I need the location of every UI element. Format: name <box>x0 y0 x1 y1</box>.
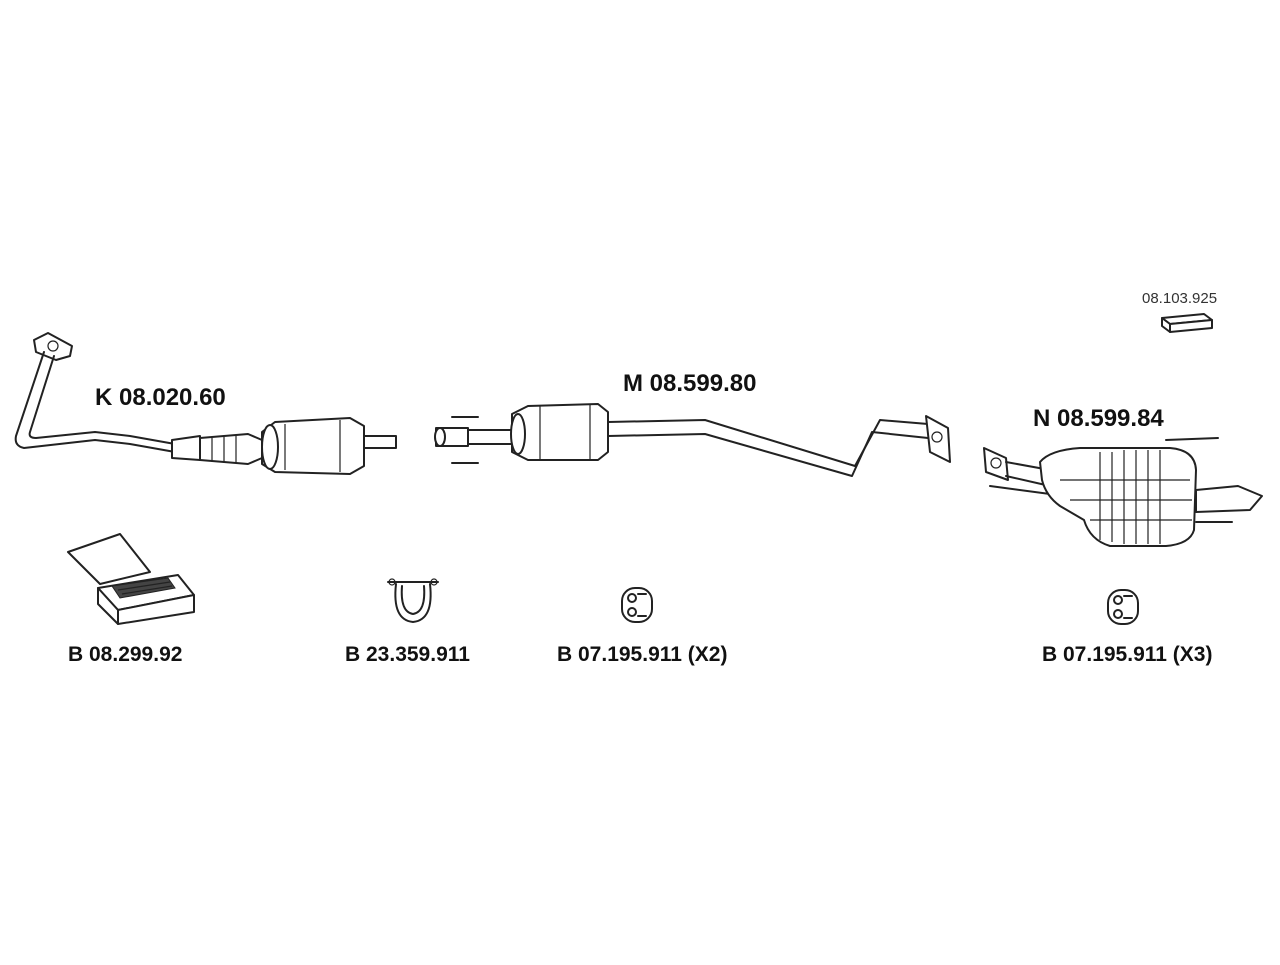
gasket-label: 08.103.925 <box>1142 290 1218 307</box>
gasket-drawing <box>1161 313 1213 333</box>
rubber-mount-center-label: B 07.195.911 (X2) <box>557 643 728 666</box>
front-pipe-drawing <box>14 332 397 475</box>
center-silencer-label: M 08.599.80 <box>623 370 757 397</box>
clamp-drawing <box>387 578 439 623</box>
rubber-mount-rear-label: B 07.195.911 (X3) <box>1042 643 1213 666</box>
clamp-label: B 23.359.911 <box>345 643 470 666</box>
rubber-mount-rear-drawing <box>1107 589 1139 625</box>
front-pipe-label: K 08.020.60 <box>95 384 226 411</box>
assembly-kit-drawing <box>67 533 195 625</box>
rubber-mount-center-drawing <box>621 587 653 623</box>
assembly-kit-label: B 08.299.92 <box>68 643 183 666</box>
center-silencer-drawing <box>434 403 951 477</box>
rear-silencer-label: N 08.599.84 <box>1033 405 1164 432</box>
rear-silencer-drawing <box>983 437 1263 547</box>
